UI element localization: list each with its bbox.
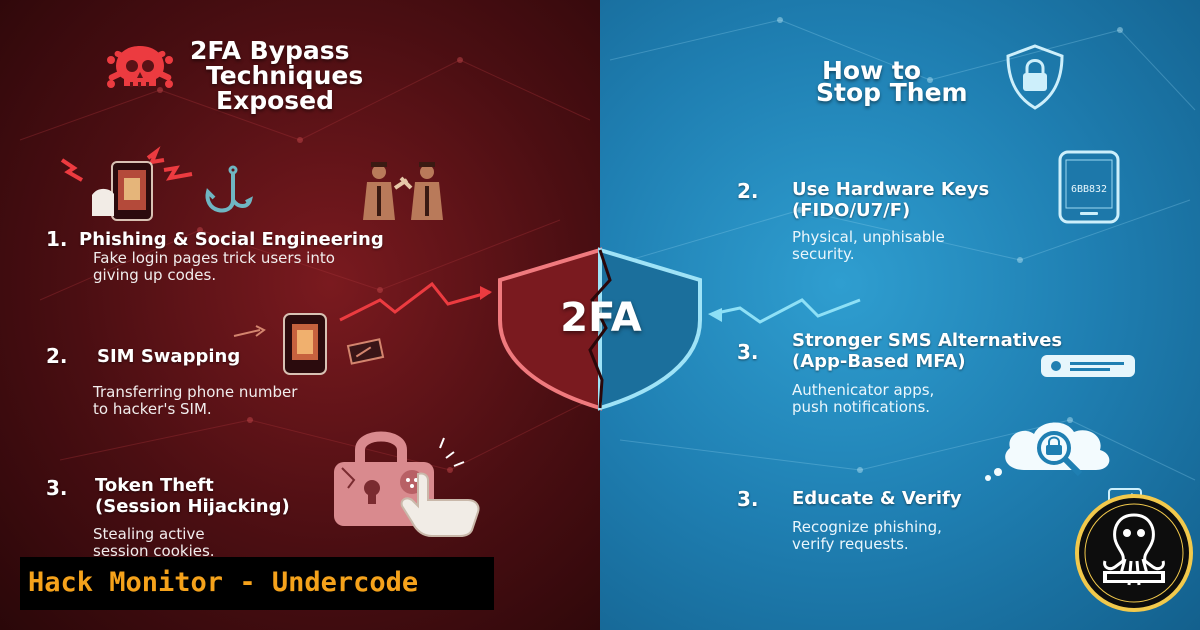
shield-2fa-icon: [339, 247, 861, 411]
hackers-icon: [363, 162, 443, 220]
left-title-line-3: Exposed: [216, 86, 335, 115]
phone-alert-icon: [60, 146, 193, 221]
hardware-key-code: 6BB832: [1070, 184, 1108, 195]
right-title-line-1: How to: [822, 56, 922, 85]
step-3-title-line-1: Token Theft: [95, 475, 214, 496]
hand-pointer-icon: [400, 472, 480, 537]
left-title-line-1: 2FA Bypass: [190, 36, 350, 65]
footer-text: Hack Monitor - Undercode: [28, 567, 419, 598]
footer-bar: [20, 557, 494, 610]
left-title-line-2: Techniques: [206, 61, 364, 90]
right-step-3-desc-line-1: Recognize phishing,: [792, 518, 942, 536]
right-panel: How to Stop Them 6BB832 2. Use Hardware …: [600, 0, 1200, 630]
badge-text: 2FA: [560, 295, 642, 341]
right-step-3-title: Educate & Verify: [792, 488, 962, 509]
step-2-desc-line-2: to hacker's SIM.: [93, 400, 212, 418]
right-title-line-2: Stop Them: [816, 78, 968, 107]
step-3-desc-line-1: Stealing active: [93, 525, 205, 543]
step-1-title: Phishing & Social Engineering: [79, 229, 384, 250]
step-1-desc-line-1: Fake login pages trick users into: [93, 249, 335, 267]
right-step-3-number: 3.: [737, 487, 759, 511]
right-step-2-number: 3.: [737, 340, 759, 364]
search-lock-icon: [985, 422, 1110, 481]
right-step-2-desc-line-2: push notifications.: [792, 398, 931, 416]
skull-icon: [107, 46, 173, 88]
right-step-1-title-line-2: (FIDO/U7/F): [792, 200, 911, 221]
shield-lock-icon: [1006, 44, 1064, 110]
step-2-number: 2.: [46, 344, 68, 368]
undercode-logo-icon: [1075, 494, 1193, 612]
right-step-1-desc-line-1: Physical, unphisable: [792, 228, 945, 246]
network-pattern-left: [19, 57, 591, 473]
right-step-2-desc-line-1: Authenicator apps,: [792, 381, 935, 399]
hardware-key-icon: [1058, 150, 1120, 224]
right-step-2-title-line-1: Stronger SMS Alternatives: [792, 330, 1063, 351]
step-1-desc-line-2: giving up codes.: [93, 266, 217, 284]
step-3-number: 3.: [46, 476, 68, 500]
step-2-desc-line-1: Transferring phone number: [93, 383, 298, 401]
step-3-desc-line-2: session cookies.: [93, 542, 215, 560]
mfa-card-icon: [1041, 355, 1135, 377]
right-step-1-desc-line-2: security.: [792, 245, 855, 263]
sim-phone-icon: [233, 313, 385, 375]
right-step-2-title-line-2: (App-Based MFA): [792, 351, 966, 372]
step-1-number: 1.: [46, 227, 68, 251]
step-3-title-line-2: (Session Hijacking): [95, 496, 290, 517]
right-step-1-title-line-1: Use Hardware Keys: [792, 179, 990, 200]
step-2-title: SIM Swapping: [97, 346, 241, 367]
right-step-1-number: 2.: [737, 179, 759, 203]
right-step-3-desc-line-2: verify requests.: [792, 535, 909, 553]
network-pattern-right: [609, 17, 1196, 481]
fishing-hook-icon: [205, 165, 254, 213]
